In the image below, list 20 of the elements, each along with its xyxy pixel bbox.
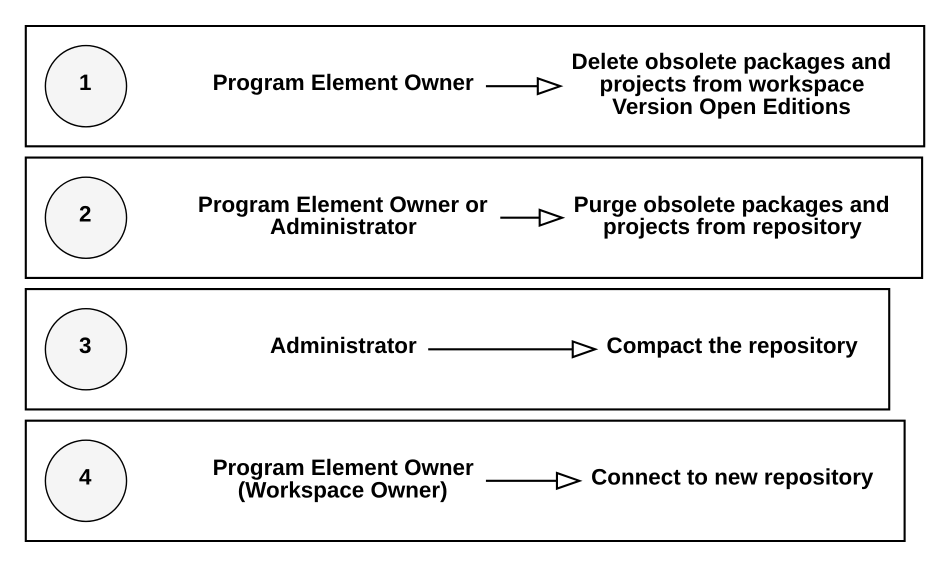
node-text: Program Element Owner (212, 70, 474, 95)
node-text: Compact the repository (606, 332, 858, 358)
cluster (24, 419, 906, 542)
cluster (24, 156, 923, 278)
node-text: Program Element Owner or Administrator (197, 191, 488, 239)
arrow (485, 76, 563, 95)
node-text: Program Element Owner (Workspace Owner) (212, 454, 474, 502)
node-text: Purge obsolete packages and projects from repository (573, 191, 889, 239)
node-text: Connect to new repository (590, 464, 873, 490)
node-circle: 4 (44, 439, 127, 522)
arrow (500, 208, 565, 227)
cluster (24, 24, 925, 147)
node-circle: 1 (44, 44, 127, 127)
node-text: Administrator (269, 332, 416, 358)
arrow (428, 339, 598, 358)
cluster (24, 288, 890, 410)
arrow (485, 471, 582, 490)
node-text: Delete obsolete packages and projects from workspace Version Open Editions (571, 48, 891, 118)
node-circle: 3 (44, 308, 127, 390)
node-circle: 2 (44, 176, 127, 258)
